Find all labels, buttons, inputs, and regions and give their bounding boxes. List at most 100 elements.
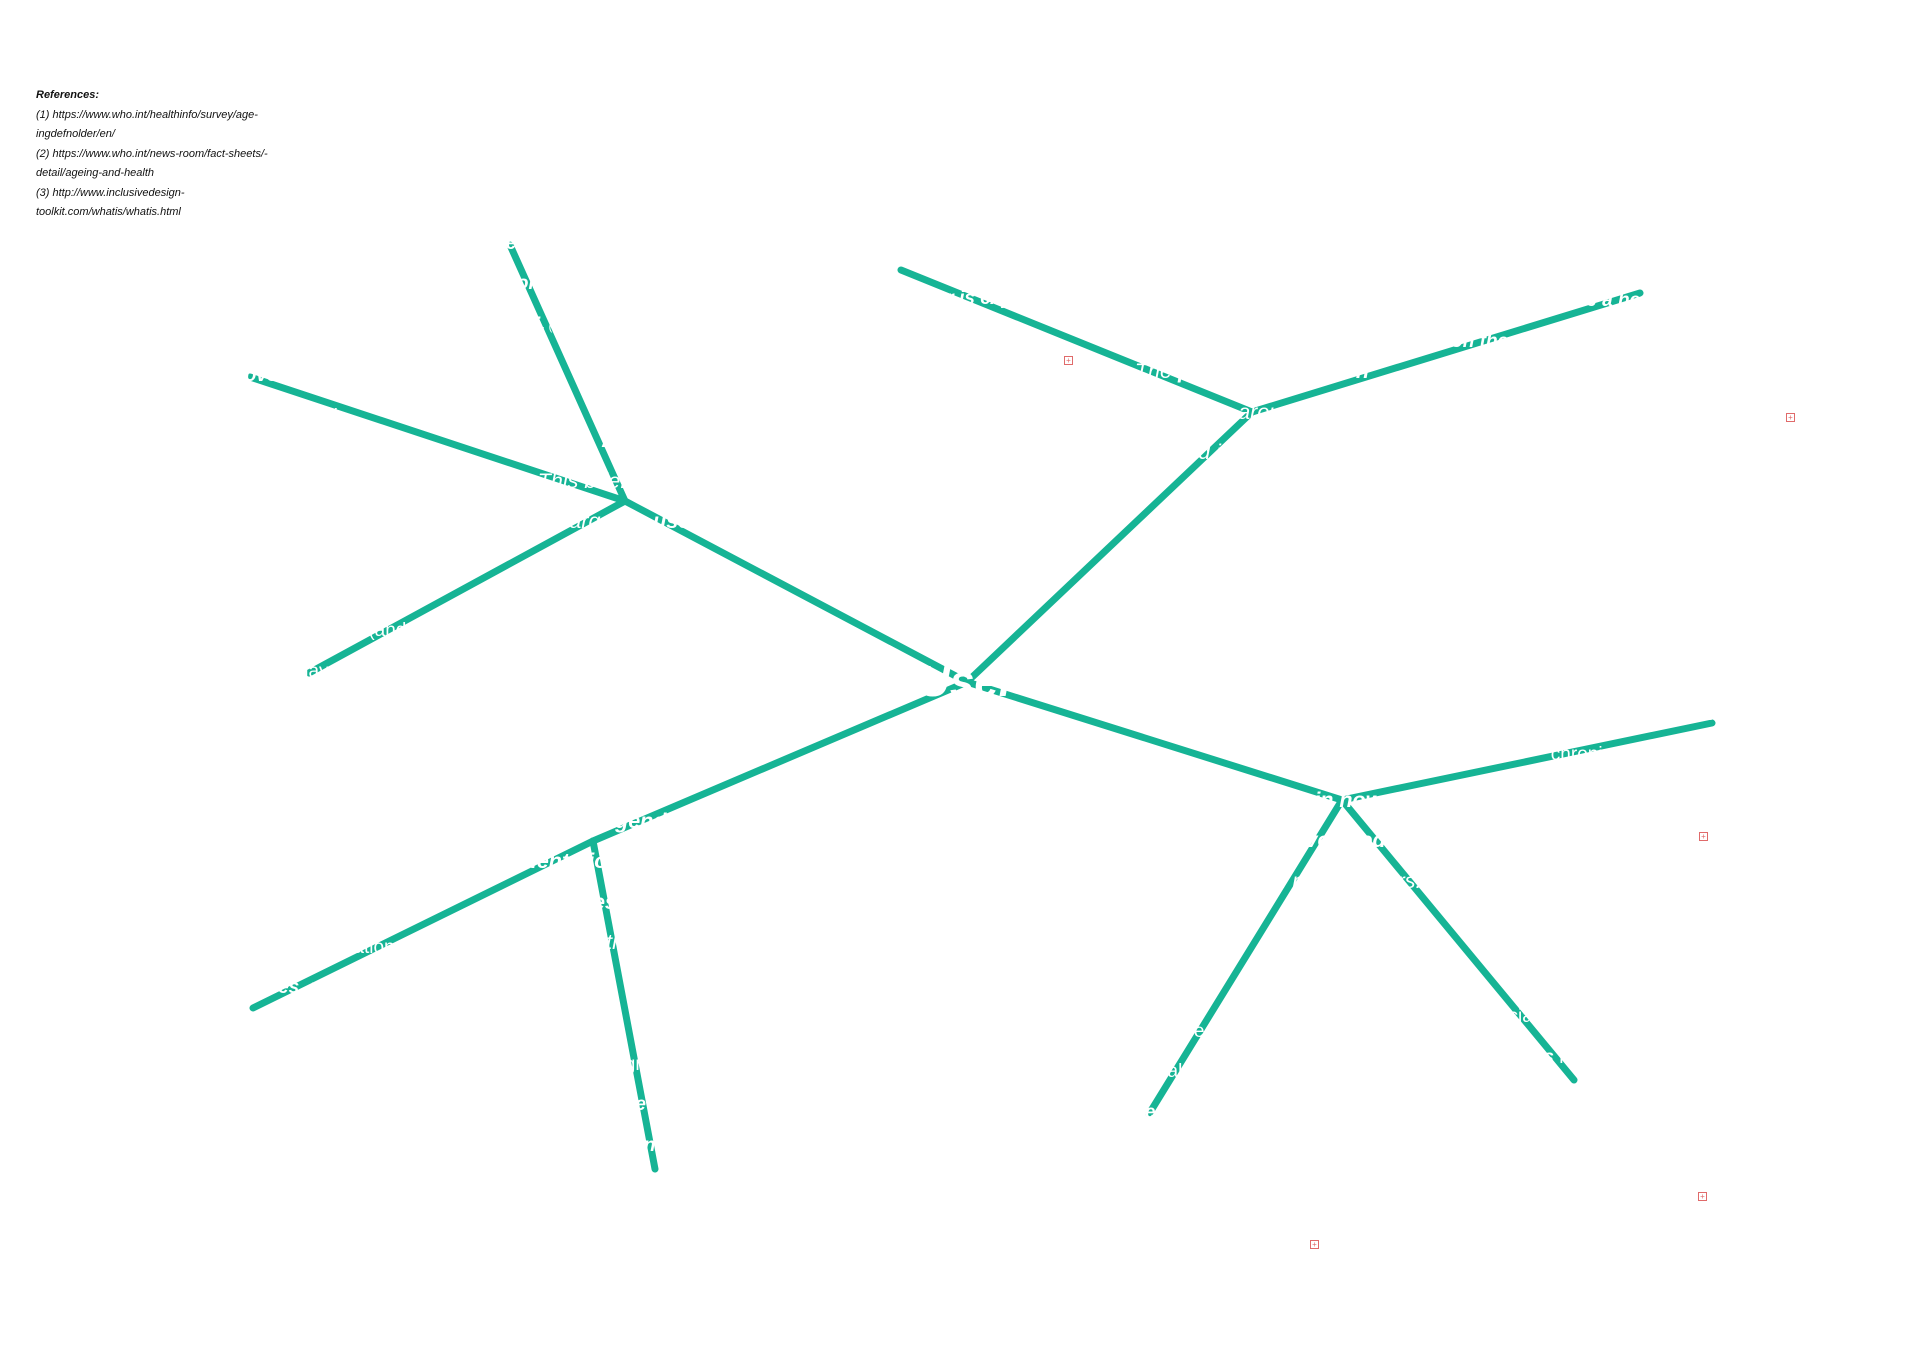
text-segment: at targeting	[539, 509, 654, 533]
comment-marker-icon[interactable]: +	[1064, 356, 1073, 365]
reference-number: (2)	[956, 375, 973, 388]
text-segment: customisability,	[103, 936, 247, 958]
no-typical-older-person-bubble: There is no ‘typical’older person. Some …	[938, 932, 1302, 1296]
text-segment: back	[1789, 663, 1834, 685]
bubble-text-line: Those in their late	[194, 571, 424, 612]
text-segment: This brief is aimed	[537, 468, 713, 493]
text-segment: death of friends and	[1483, 1127, 1665, 1149]
text-segment: elements of	[233, 896, 340, 917]
text-segment: they have aged based	[1230, 828, 1454, 853]
text-segment: Age:	[601, 428, 649, 452]
text-segment: Elderly users will	[1261, 747, 1423, 772]
reference-number: (1)	[364, 748, 381, 761]
text-segment: disease,	[1541, 784, 1618, 806]
text-segment: partners.	[1525, 1168, 1607, 1189]
text-segment: it’s normal	[247, 324, 339, 346]
text-segment: and Sexuality:	[520, 768, 666, 792]
text-segment: longer.	[761, 125, 825, 147]
bubble-text-line: Demographics:	[1135, 311, 1369, 352]
bubble-text-line: live into their sixties and beyond.	[739, 198, 1062, 239]
bubble-text-line: There is no ‘typical’	[952, 971, 1289, 1012]
bubble-text-line: over the chronological	[403, 264, 616, 305]
bubble-text-line: Adding elements of	[100, 887, 408, 928]
reference-number: (2)	[1681, 418, 1698, 431]
bubble-text-line: aged 60 years and older is expected	[739, 279, 1062, 320]
text-segment: up from 900	[920, 328, 1028, 349]
link-center-demographics	[963, 408, 1256, 686]
bubble-text-line: In many developed	[161, 275, 338, 316]
text-segment: much	[1021, 1223, 1074, 1245]
reference-number: (2)	[1606, 1175, 1623, 1187]
bubble-text-line: similar to many 20 year-olds. Other	[952, 1093, 1289, 1134]
text-segment: countries	[161, 324, 247, 346]
bubble-text-line: at targeting users	[538, 501, 712, 542]
comment-marker-icon[interactable]: +	[1310, 1240, 1319, 1249]
bubble-text-line: and Sexuality:	[491, 760, 694, 801]
bubble-text-line: Common conditions in	[1521, 573, 1834, 614]
text-segment: the world’s population	[845, 247, 1034, 268]
text-segment: of	[125, 977, 147, 998]
bubble-text-line: who are ‘elderly’.	[538, 542, 712, 583]
bubble-text-line: Age:	[538, 420, 712, 461]
bubble-text-line: assistance product should	[535, 1085, 798, 1126]
text-segment: will be living in	[1563, 168, 1696, 190]
text-segment: a travel	[678, 1053, 746, 1075]
bubble-text-line: history, most people can expect to	[739, 157, 1062, 198]
text-segment: at	[1259, 1182, 1282, 1204]
bubble-text-line: customisability, such as variations	[100, 928, 408, 969]
comment-marker-icon[interactable]: +	[1699, 832, 1708, 841]
reference-number: (3)	[700, 1263, 717, 1275]
bubble-text-line: differ in how well	[1230, 780, 1453, 821]
text-segment: in active travel.	[521, 930, 665, 954]
bubble-text-line: and middle income countries. In	[1436, 200, 1741, 241]
bubble-text-line: Nationality	[491, 720, 694, 761]
bubble-text-line: People worldwide are living	[739, 76, 1062, 117]
center-user-bubble: User	[761, 476, 1173, 888]
bubble-text-line: in active travel. (1)	[194, 733, 424, 776]
text-segment: include	[1625, 622, 1697, 644]
text-segment: Those in their	[232, 579, 353, 601]
bubble-text-line: Lifestyle:	[1230, 699, 1453, 740]
bubble-text-line: death of friends and	[1452, 1119, 1696, 1160]
bubble-text-line: and vital to ensure that the design	[100, 1090, 408, 1131]
age-bubble: Age: This brief is aimed at targeting user…	[495, 371, 755, 631]
comment-marker-icon[interactable]: +	[1698, 1192, 1707, 1201]
bubble-text-line: housing relocation, and the	[1452, 1078, 1696, 1119]
text-segment: should	[721, 1094, 784, 1115]
bubble-text: Lifestyle: Elderly users will differ in ho…	[1230, 699, 1453, 902]
text-segment: low	[1695, 168, 1728, 190]
text-segment: wide variety of	[245, 1139, 378, 1160]
text-segment: meaning	[1648, 330, 1727, 352]
bubble-text-line: million in 2015. (2)	[739, 360, 1062, 403]
bubble-text-line: to total 2 billion, up from 900	[739, 319, 1062, 360]
link-age-who	[506, 241, 629, 505]
text-segment: younger ages.	[1073, 1223, 1203, 1245]
text-segment: to total 2 billion,	[774, 328, 921, 349]
text-segment: similar to many 20 year-olds.	[963, 1101, 1225, 1123]
bubble-text-line: of different finishes, multiple	[100, 968, 408, 1009]
text-segment: and the	[1627, 1087, 1696, 1108]
text-segment: people experience	[951, 1142, 1113, 1164]
text-segment: there will be a	[1449, 371, 1573, 392]
text-segment: Nationality	[538, 727, 648, 752]
bubble-text-line: in physical and mental capacities at	[952, 1174, 1289, 1215]
references-block: References: (1) https://www.who.int/heal…	[36, 86, 336, 223]
text-segment: still be fairly robust	[162, 405, 338, 427]
text-segment: in these countries.	[1521, 411, 1682, 433]
bubble-text: Age: This brief is aimed at targeting user…	[538, 420, 712, 582]
bubble-text-line: user types. (3)	[100, 1171, 408, 1214]
text-segment: to bring	[719, 1134, 789, 1156]
text-segment: of colour.	[615, 1256, 701, 1277]
bubble-text-line: there will be a high dependancy	[1436, 362, 1741, 403]
text-segment: Common conditions in	[1574, 582, 1780, 604]
bubble-text-line: for those over 75 to	[161, 356, 338, 397]
text-segment: Organisation	[422, 192, 541, 214]
comment-marker-icon[interactable]: +	[1786, 413, 1795, 422]
